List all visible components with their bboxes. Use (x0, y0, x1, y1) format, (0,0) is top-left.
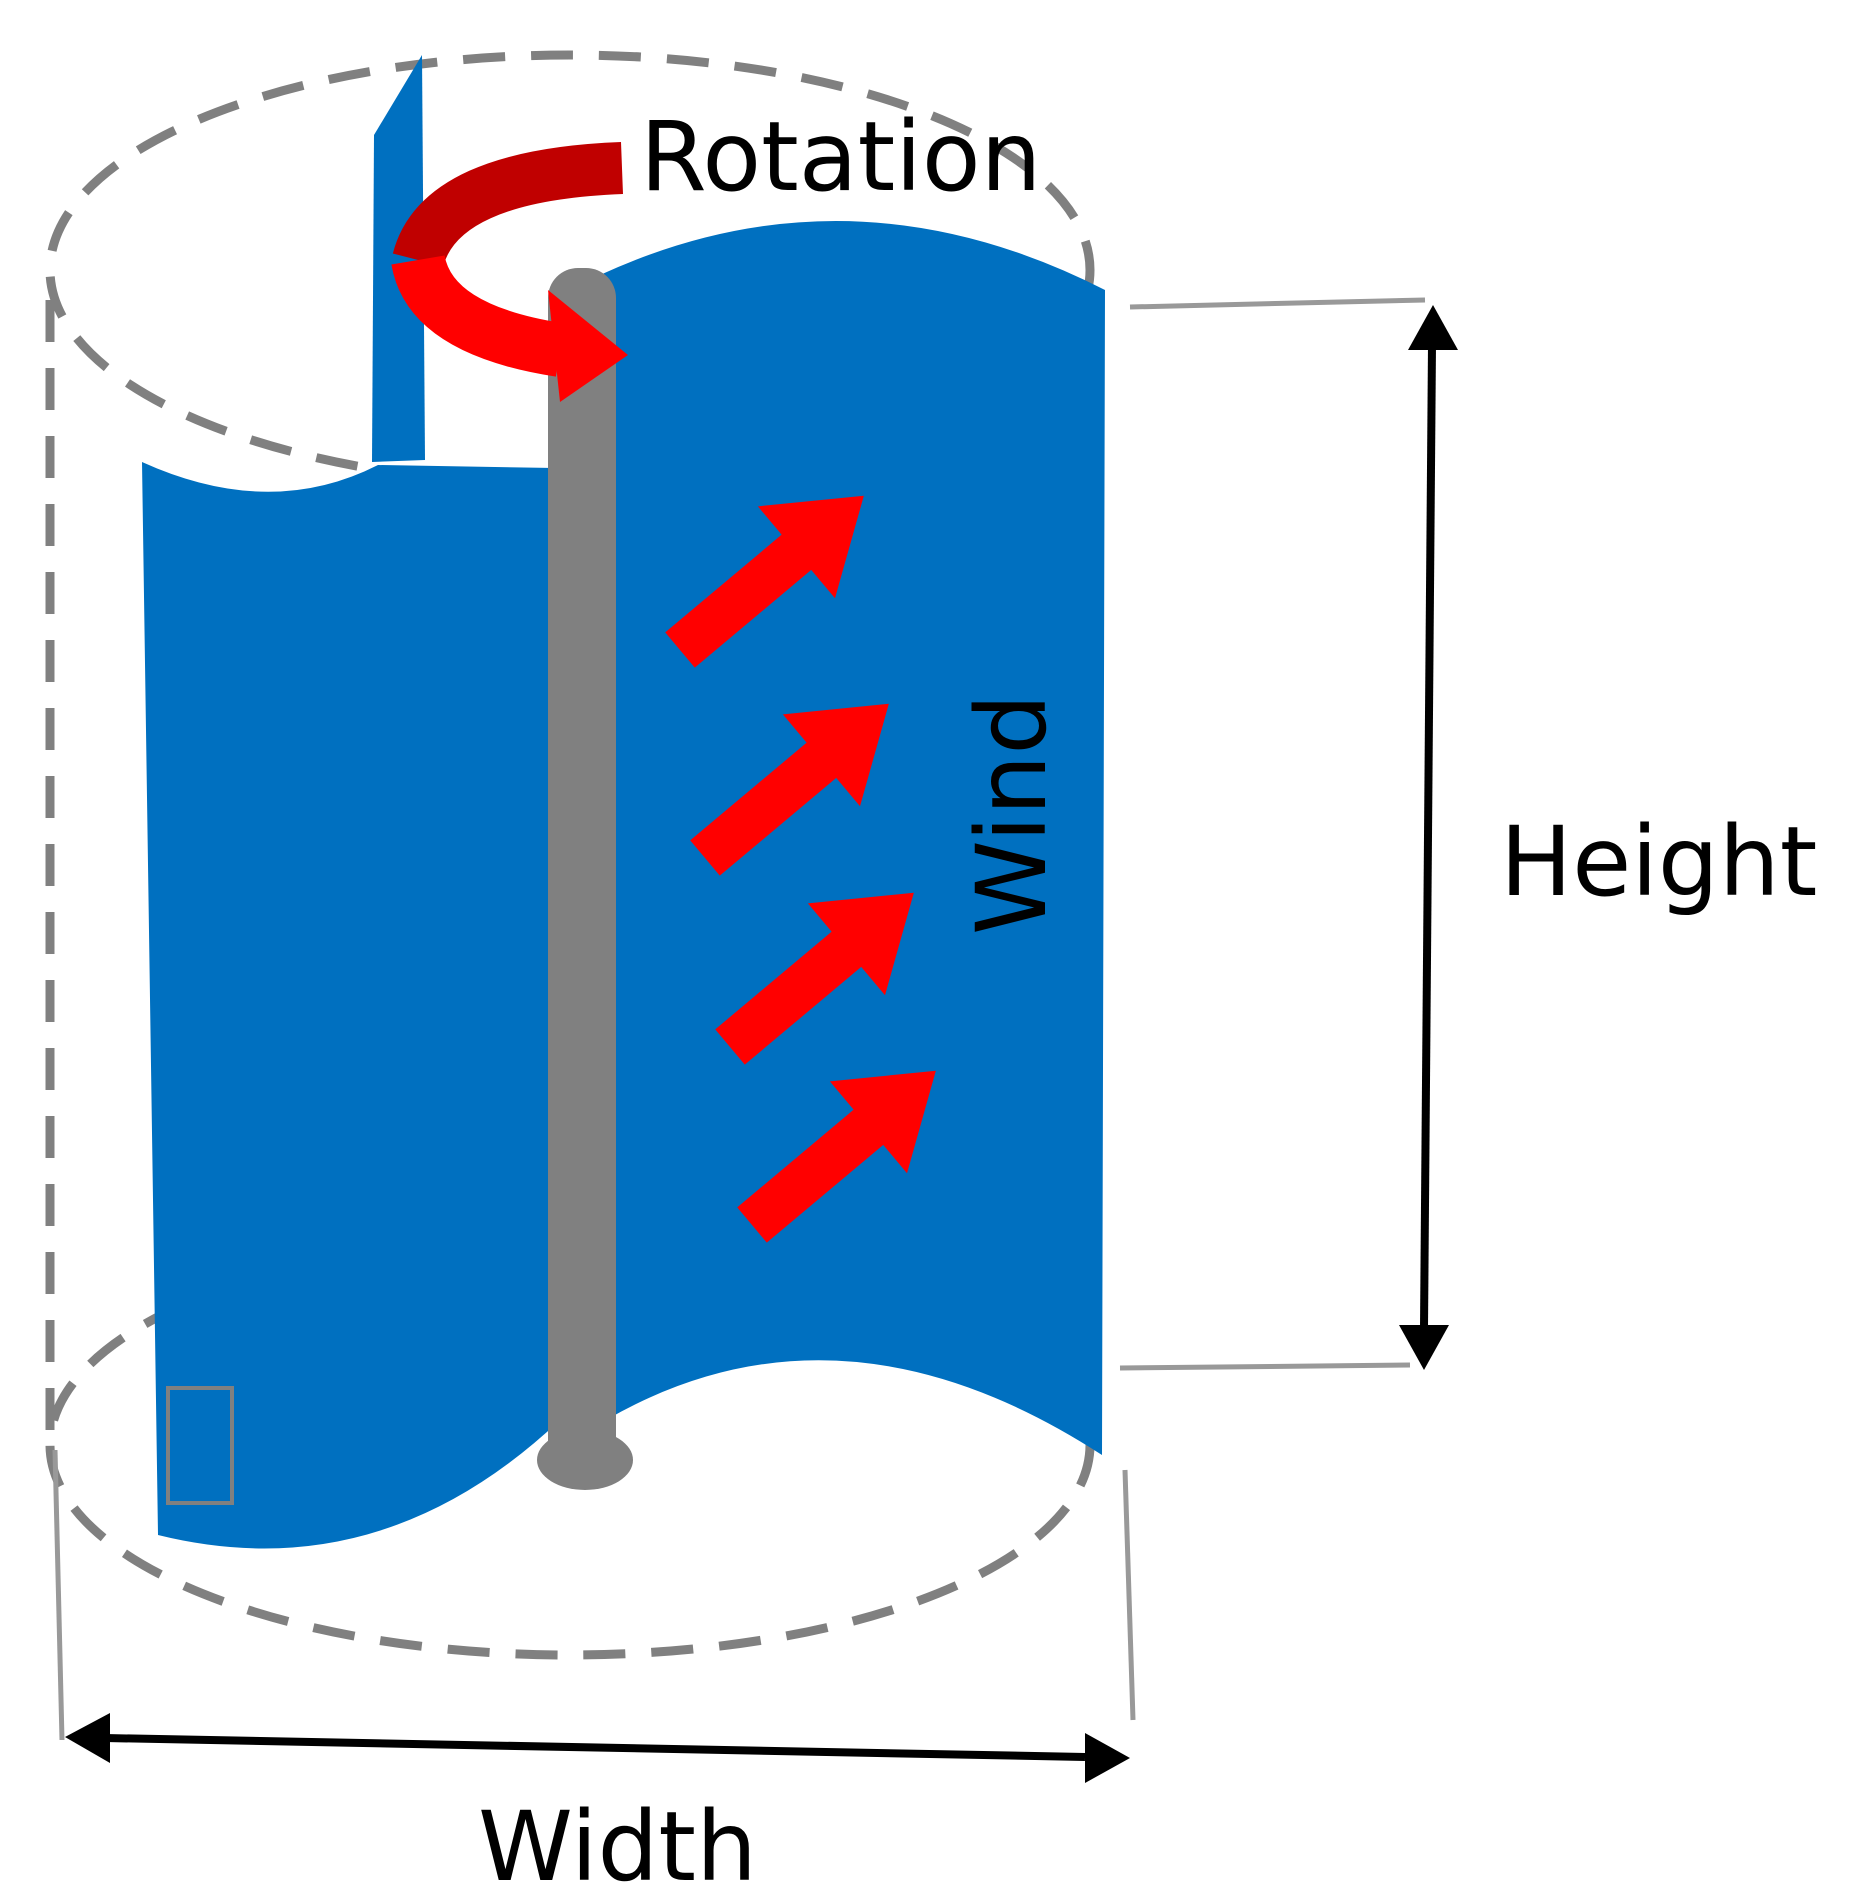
wind-arrows (665, 495, 936, 1243)
rotor-shaft-base (537, 1430, 633, 1490)
arrow-up-right-icon (690, 703, 889, 876)
width-extension-right (1122, 1469, 1136, 1721)
right-blade (600, 221, 1105, 1456)
arrow-up-right-icon (665, 495, 864, 668)
left-blade-tab (372, 55, 425, 462)
height-label: Height (1500, 806, 1817, 918)
width-label: Width (478, 1791, 757, 1899)
rotation-arrow-icon (391, 142, 628, 402)
arrow-up-right-icon (715, 892, 914, 1065)
rotor-top-outline (45, 50, 1095, 490)
left-blade (142, 462, 560, 1549)
wind-label: Wind (956, 694, 1068, 935)
rotation-label: Rotation (640, 101, 1041, 213)
width-extension-left (52, 1449, 65, 1741)
blade-mark (166, 1386, 234, 1505)
height-dimension-arrow (1399, 305, 1458, 1370)
arrow-up-right-icon (737, 1070, 936, 1243)
height-extension-top (1129, 297, 1426, 310)
width-dimension-arrow (65, 1713, 1130, 1783)
rotor-shaft (548, 268, 616, 1473)
height-extension-bottom (1119, 1362, 1411, 1371)
